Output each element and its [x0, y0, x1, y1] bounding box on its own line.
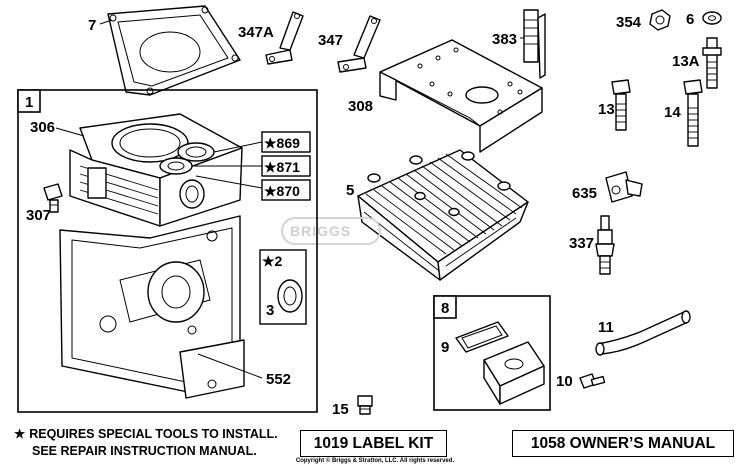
- breather-gasket: [455, 321, 509, 353]
- cylinder-block-box: [17, 89, 318, 413]
- callout-347a: 347A: [238, 24, 274, 41]
- screw-10: [579, 373, 606, 389]
- callout-306: 306: [30, 119, 55, 136]
- bolt-13: [611, 79, 631, 131]
- callout-347: 347: [318, 32, 343, 49]
- callout-871: ★871: [264, 159, 300, 175]
- callout-337: 337: [569, 235, 594, 252]
- screw-307: [43, 183, 63, 213]
- callout-7: 7: [88, 17, 96, 34]
- callout-1: 1: [25, 94, 33, 111]
- cylinder-head-cover: [379, 39, 543, 153]
- callout-5: 5: [346, 182, 354, 199]
- oil-seal: [277, 279, 303, 313]
- label-kit-box: 1019 LABEL KIT: [300, 430, 447, 457]
- callout-354: 354: [616, 14, 642, 31]
- callout-10: 10: [556, 373, 573, 390]
- bracket-347a: [265, 11, 304, 65]
- spring-clip: [523, 9, 546, 79]
- owners-manual-box: 1058 OWNER’S MANUAL: [512, 430, 734, 457]
- note-line-2: SEE REPAIR INSTRUCTION MANUAL.: [32, 444, 257, 458]
- cylinder-block: [59, 113, 245, 399]
- nut-354: [649, 9, 671, 31]
- callout-8: 8: [441, 300, 449, 317]
- callout-635: 635: [572, 185, 597, 202]
- callout-307: 307: [26, 207, 51, 224]
- callout-13: 13: [598, 101, 615, 118]
- head-gasket: [107, 5, 241, 96]
- breather-tube: [595, 310, 691, 356]
- plug-15: [357, 395, 373, 415]
- callout-9: 9: [441, 339, 449, 356]
- stud-13a: [702, 37, 722, 89]
- callout-13a: 13A: [672, 53, 700, 70]
- elbow-fitting: [605, 171, 643, 203]
- note-line-1: REQUIRES SPECIAL TOOLS TO INSTALL.: [29, 427, 278, 441]
- bolt-14: [683, 79, 703, 147]
- star-icon: ★: [14, 427, 26, 441]
- washer-6: [702, 11, 722, 25]
- callout-2: ★2: [262, 253, 283, 269]
- bracket-347: [337, 15, 381, 73]
- breather-body: [483, 341, 545, 405]
- callout-383: 383: [492, 31, 517, 48]
- copyright-text: Copyright © Briggs & Stratton, LLC. All …: [295, 458, 455, 464]
- callout-870: ★870: [264, 183, 300, 199]
- breather-box: [433, 295, 551, 411]
- svg-text:BRIGGS: BRIGGS: [290, 223, 351, 239]
- special-tools-note: ★REQUIRES SPECIAL TOOLS TO INSTALL. SEE …: [14, 426, 314, 460]
- callout-869: ★869: [264, 135, 300, 151]
- spark-plug: [595, 215, 615, 275]
- callout-11: 11: [598, 319, 614, 336]
- callout-308: 308: [348, 98, 373, 115]
- callout-3: 3: [266, 302, 274, 319]
- seal-box: [259, 249, 307, 325]
- callout-6: 6: [686, 11, 694, 28]
- callout-15: 15: [332, 401, 349, 418]
- callout-14: 14: [664, 104, 681, 121]
- watermark: BRIGGS: [281, 217, 381, 245]
- cylinder-head: [357, 149, 529, 281]
- callout-552: 552: [266, 371, 291, 388]
